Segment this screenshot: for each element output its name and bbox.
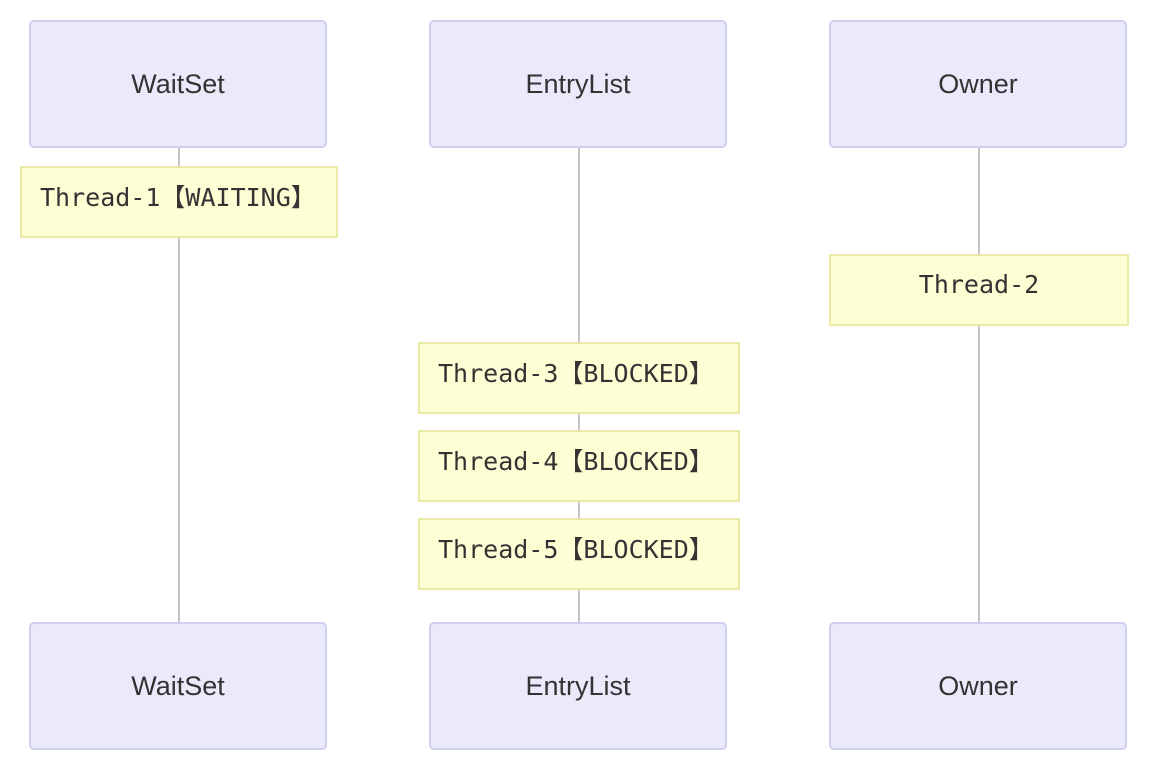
note-text: Thread-4【BLOCKED】 — [438, 447, 714, 476]
actor-label: WaitSet — [131, 68, 225, 99]
note-thread-4: Thread-4【BLOCKED】 — [418, 430, 740, 502]
note-text: Thread-1【WAITING】 — [40, 183, 316, 212]
actor-label: Owner — [938, 68, 1018, 99]
actor-label: EntryList — [525, 670, 631, 701]
note-text: Thread-2 — [918, 269, 1040, 299]
actor-label: WaitSet — [131, 670, 225, 701]
note-thread-5: Thread-5【BLOCKED】 — [418, 518, 740, 590]
actor-label: Owner — [938, 670, 1018, 701]
lifeline-owner — [978, 148, 980, 624]
lifeline-waitset — [178, 148, 180, 624]
actor-waitset-bottom: WaitSet — [29, 622, 327, 750]
actor-waitset-top: WaitSet — [29, 20, 327, 148]
actor-owner-top: Owner — [829, 20, 1127, 148]
note-thread-1: Thread-1【WAITING】 — [20, 166, 338, 238]
actor-entrylist-top: EntryList — [429, 20, 727, 148]
note-thread-3: Thread-3【BLOCKED】 — [418, 342, 740, 414]
actor-entrylist-bottom: EntryList — [429, 622, 727, 750]
actor-owner-bottom: Owner — [829, 622, 1127, 750]
actor-label: EntryList — [525, 68, 631, 99]
note-text: Thread-3【BLOCKED】 — [438, 359, 714, 388]
note-text: Thread-5【BLOCKED】 — [438, 535, 714, 564]
note-thread-2: Thread-2 — [829, 254, 1129, 326]
